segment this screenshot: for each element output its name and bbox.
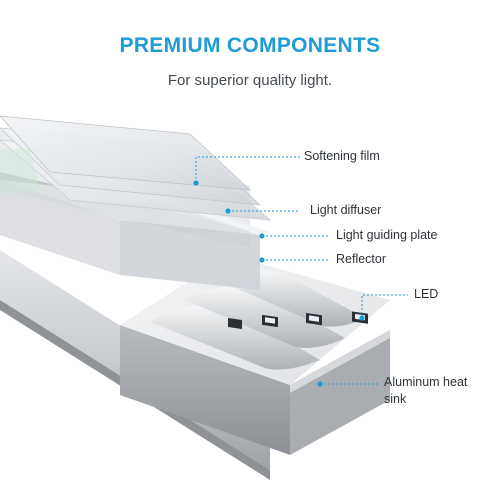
callout-dot-aluminum-heat-sink xyxy=(317,381,323,387)
label-light-diffuser: Light diffuser xyxy=(310,203,382,217)
callout-dot-softening-film xyxy=(193,180,199,186)
callout-dot-light-guiding-plate xyxy=(259,233,265,239)
page-subtitle: For superior quality light. xyxy=(167,72,333,89)
callout-dot-led xyxy=(359,315,365,321)
callout-dots xyxy=(193,180,365,387)
label-led: LED xyxy=(414,287,439,301)
film-layers xyxy=(0,115,272,221)
callout-lines xyxy=(195,156,408,385)
callout-dot-light-diffuser xyxy=(225,208,231,214)
label-light-guiding-plate: Light guiding plate xyxy=(336,228,438,242)
callout-line-led xyxy=(361,294,408,318)
callout-line-softening-film xyxy=(195,156,300,183)
label-reflector: Reflector xyxy=(336,252,387,266)
callout-dot-reflector xyxy=(259,257,265,263)
page-title: PREMIUM COMPONENTS xyxy=(119,34,381,57)
label-softening-film: Softening film xyxy=(304,149,380,163)
label-aluminum-heat-sink: Aluminum heat sink xyxy=(384,375,468,406)
aluminum-heat-sink-body xyxy=(120,255,390,455)
